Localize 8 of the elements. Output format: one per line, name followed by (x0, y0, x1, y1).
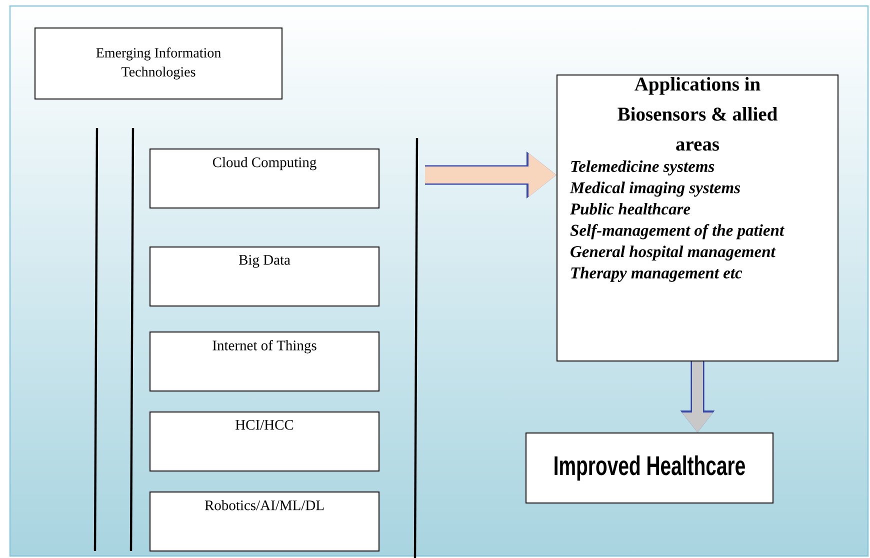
heading-box: Emerging Information Technologies (34, 28, 282, 100)
technology-box: Robotics/AI/ML/DL (150, 492, 380, 552)
technology-box: Internet of Things (150, 332, 380, 392)
technology-box: HCI/HCC (150, 412, 380, 472)
technology-box: Big Data (150, 246, 380, 306)
result-box: Improved Healthcare (526, 432, 774, 504)
technology-box: Cloud Computing (150, 148, 380, 208)
application-box: Applications in Biosensors & allied areas Telemedicine systems Medical imaging systems Public healthcare Self-management of the patient General hospital management Therapy management etc (556, 74, 838, 362)
